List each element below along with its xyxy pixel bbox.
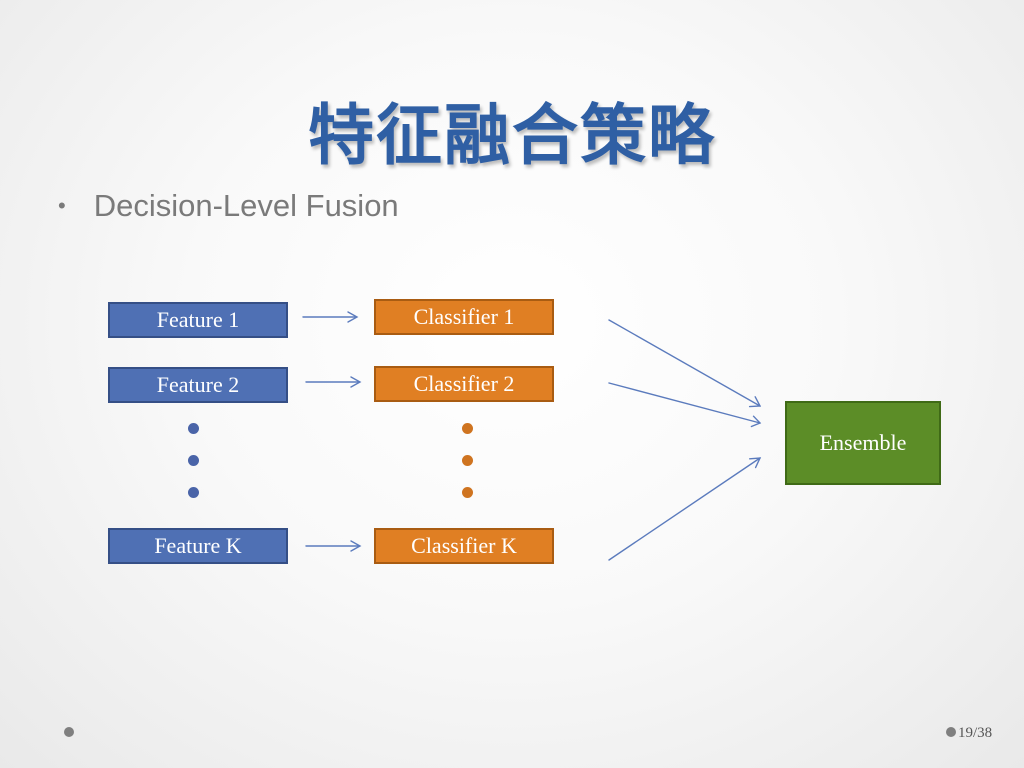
ellipsis-dot (462, 455, 473, 466)
feature-box-2: Feature 2 (108, 367, 288, 403)
corner-dot-left (64, 727, 74, 737)
page-number: 19/38 (958, 725, 993, 741)
bullet-text: Decision-Level Fusion (93, 188, 399, 223)
feature-box-1: Feature 1 (108, 302, 288, 338)
arrow-featurek-classifierk (305, 540, 362, 552)
classifier-box-1: Classifier 1 (374, 299, 554, 335)
arrow-feature2-classifier2 (305, 376, 362, 388)
arrow-classifier2-ensemble (608, 382, 762, 428)
arrow-feature1-classifier1 (302, 311, 359, 323)
feature-box-k: Feature K (108, 528, 288, 564)
arrow-classifier1-ensemble (608, 319, 762, 408)
classifier-box-k: Classifier K (374, 528, 554, 564)
bullet-item: • Decision-Level Fusion (58, 186, 399, 226)
slide-title: 特征融合策略 (308, 97, 716, 174)
ellipsis-dot (462, 423, 473, 434)
ellipsis-dot (188, 487, 199, 498)
ellipsis-dot (462, 487, 473, 498)
ellipsis-dot (188, 455, 199, 466)
ensemble-box: Ensemble (785, 401, 941, 485)
arrow-classifierk-ensemble (608, 457, 762, 561)
classifier-box-2: Classifier 2 (374, 366, 554, 402)
ellipsis-dot (188, 423, 199, 434)
bullet-icon: • (58, 193, 66, 218)
corner-dot-right (946, 727, 956, 737)
